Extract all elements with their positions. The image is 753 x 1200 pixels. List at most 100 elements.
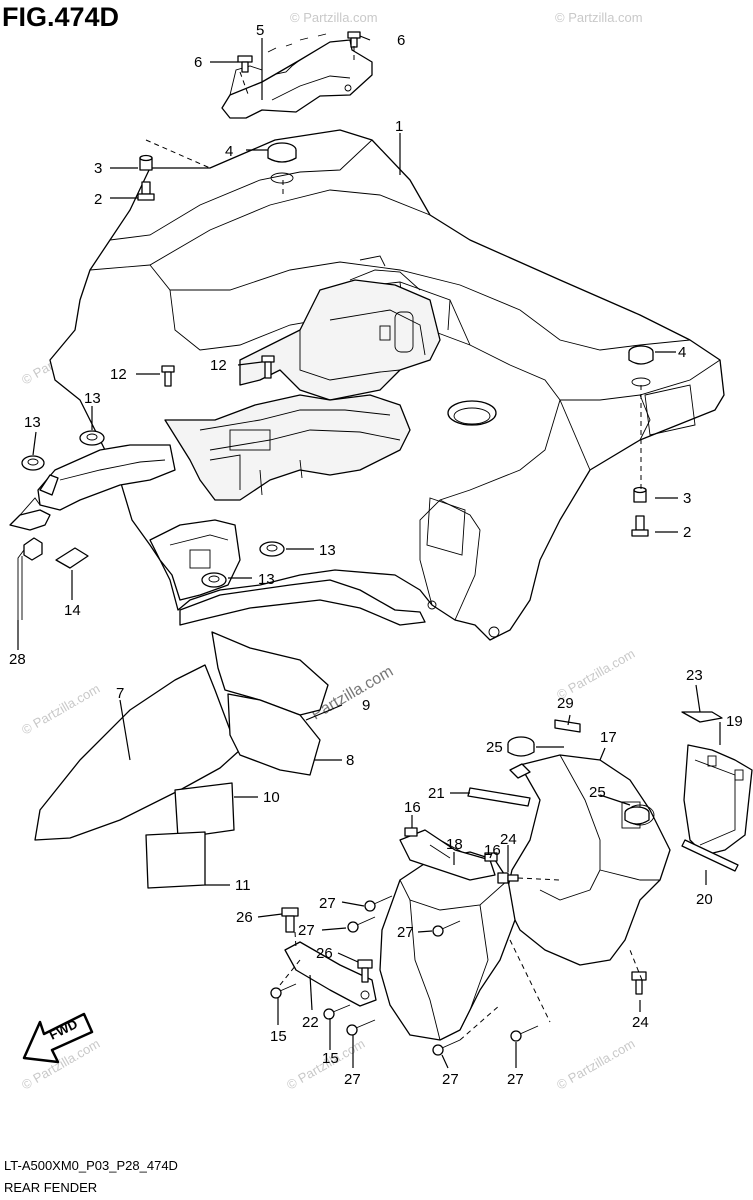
part-24-bolt — [631, 971, 647, 995]
callout-27: 27 — [442, 1071, 459, 1088]
part-27-screw — [346, 1019, 376, 1036]
watermark: © Partzilla.com — [555, 10, 643, 25]
part-25-grommet — [507, 736, 535, 779]
part-20-strip — [681, 839, 739, 872]
watermark: © Partzilla.com — [554, 1036, 637, 1093]
callout-24: 24 — [500, 831, 517, 848]
part-4-grommet — [267, 142, 297, 184]
part-18-mud-guard — [379, 829, 516, 1041]
callout-18: 18 — [446, 836, 463, 853]
callout-12: 12 — [210, 357, 227, 374]
callout-25: 25 — [486, 739, 503, 756]
callout-20: 20 — [696, 891, 713, 908]
callout-13: 13 — [24, 414, 41, 431]
part-13-grommet — [201, 572, 227, 588]
part-11-decal — [145, 831, 206, 889]
part-12-bolt — [161, 365, 175, 387]
callout-5: 5 — [256, 22, 264, 39]
figure-code: LT-A500XM0_P03_P28_474D — [4, 1158, 178, 1173]
callout-22: 22 — [302, 1014, 319, 1031]
part-26-bolt — [357, 959, 373, 983]
callout-19: 19 — [726, 713, 743, 730]
figure-title: FIG.474D — [2, 2, 120, 32]
part-21-strip — [467, 787, 531, 807]
callout-27: 27 — [298, 922, 315, 939]
watermark: © Partzilla.com — [19, 681, 102, 738]
callout-21: 21 — [428, 785, 445, 802]
part-22-bracket — [284, 941, 377, 1007]
part-4-grommet — [628, 345, 654, 387]
part-3-collar — [633, 486, 647, 503]
part-27-screw — [364, 895, 393, 912]
callout-29: 29 — [557, 695, 574, 712]
callout-26: 26 — [316, 945, 333, 962]
callout-4: 4 — [678, 344, 686, 361]
callout-26: 26 — [236, 909, 253, 926]
part-13-grommet — [21, 455, 45, 471]
callout-23: 23 — [686, 667, 703, 684]
callout-2: 2 — [683, 524, 691, 541]
callout-27: 27 — [507, 1071, 524, 1088]
callout-28: 28 — [9, 651, 26, 668]
callout-13: 13 — [84, 390, 101, 407]
leader-lines — [17, 35, 721, 1069]
part-6-bolt — [237, 55, 253, 73]
part-24-bolt — [497, 872, 519, 884]
callout-15: 15 — [270, 1028, 287, 1045]
part-19-plate — [683, 744, 753, 856]
callout-12: 12 — [110, 366, 127, 383]
callout-8: 8 — [346, 752, 354, 769]
callout-13: 13 — [258, 571, 275, 588]
part-15-screw — [323, 1004, 351, 1020]
part-17-inner-fender — [504, 754, 671, 966]
assembly-lines — [145, 46, 643, 1041]
callout-11: 11 — [235, 877, 251, 894]
part-7-side-cover — [34, 664, 241, 841]
callout-2: 2 — [94, 191, 102, 208]
callout-4: 4 — [225, 143, 233, 160]
part-27-screw — [432, 1039, 461, 1056]
part-3-collar — [139, 154, 153, 171]
watermark: © Partzilla.com — [290, 10, 378, 25]
callouts: 1 2 2 3 3 4 4 5 6 6 7 8 9 10 11 12 12 13… — [9, 22, 743, 1088]
callout-7: 7 — [116, 685, 124, 702]
callout-3: 3 — [683, 490, 691, 507]
part-12-bolt — [261, 355, 275, 379]
callout-27: 27 — [319, 895, 336, 912]
callout-27: 27 — [344, 1071, 361, 1088]
part-25-grommet — [624, 806, 650, 825]
callout-6: 6 — [397, 32, 405, 49]
callout-1: 1 — [395, 118, 403, 135]
part-26-bolt — [281, 907, 299, 933]
part-10-decal — [174, 782, 235, 839]
callout-17: 17 — [600, 729, 617, 746]
callout-14: 14 — [64, 602, 81, 619]
callout-3: 3 — [94, 160, 102, 177]
part-6-bolt — [347, 31, 361, 48]
part-1-rear-fender — [9, 129, 725, 641]
part-15-screw — [270, 983, 297, 999]
callout-13: 13 — [319, 542, 336, 559]
part-5-bracket — [221, 33, 373, 119]
part-16-clip — [404, 827, 418, 837]
part-13-grommet — [79, 430, 105, 446]
part-8-cover — [227, 693, 321, 776]
part-27-screw — [432, 920, 461, 937]
callout-6: 6 — [194, 54, 202, 71]
callout-27: 27 — [397, 924, 414, 941]
part-2-bolt — [631, 515, 649, 537]
callout-16: 16 — [484, 842, 501, 859]
callout-24: 24 — [632, 1014, 649, 1031]
callout-10: 10 — [263, 789, 280, 806]
figure-name: REAR FENDER — [4, 1180, 98, 1195]
part-14-label — [55, 547, 89, 569]
part-27-screw — [347, 916, 376, 933]
part-13-grommet — [259, 541, 285, 557]
part-27-screw — [510, 1025, 539, 1042]
part-28-strap — [17, 537, 43, 620]
part-2-bolt — [137, 181, 155, 201]
callout-9: 9 — [362, 697, 370, 714]
callout-25: 25 — [589, 784, 606, 801]
